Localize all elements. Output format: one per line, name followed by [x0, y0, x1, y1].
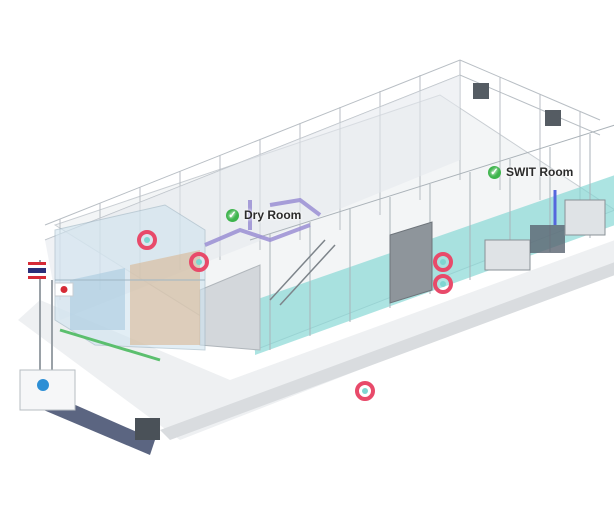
sensor-marker-icon[interactable] [354, 380, 376, 402]
dry-room-label-text: Dry Room [244, 208, 302, 222]
sensor-marker-icon[interactable] [432, 251, 454, 273]
swit-room-label[interactable]: ✓ SWIT Room [488, 165, 573, 179]
sensor-marker-icon[interactable] [432, 273, 454, 295]
japan-flag-icon [54, 282, 74, 297]
wall-fan [545, 110, 561, 126]
thailand-flag-icon [28, 262, 46, 279]
front-walkway [160, 262, 614, 440]
gate [135, 418, 160, 440]
swit-room-label-text: SWIT Room [506, 165, 574, 179]
sensor-marker-icon[interactable] [188, 251, 210, 273]
dry-room-ducts [204, 197, 322, 247]
stair [269, 239, 336, 306]
check-circle-icon: ✓ [488, 165, 501, 179]
company-sign [19, 369, 76, 411]
check-circle-icon: ✓ [226, 208, 239, 222]
roll-up-door [389, 221, 433, 304]
swit-equipment [484, 190, 606, 271]
wall-fan [473, 83, 489, 99]
ground-slab [18, 240, 614, 440]
office-block [54, 204, 206, 362]
dry-room-label[interactable]: ✓ Dry Room [226, 208, 301, 222]
sensor-marker-icon[interactable] [136, 229, 158, 251]
